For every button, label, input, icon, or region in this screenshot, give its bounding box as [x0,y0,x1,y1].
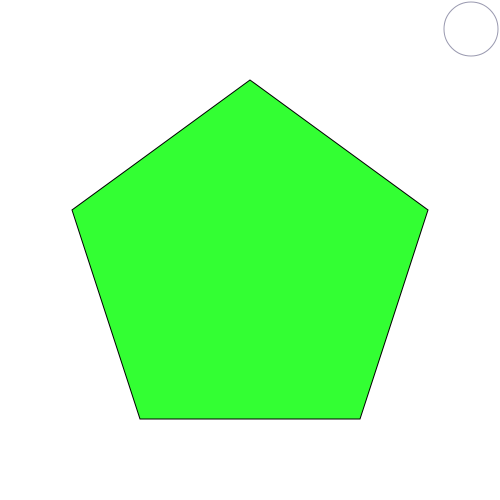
pentagon-shape[interactable] [71,79,429,420]
circle-button[interactable] [443,1,499,57]
